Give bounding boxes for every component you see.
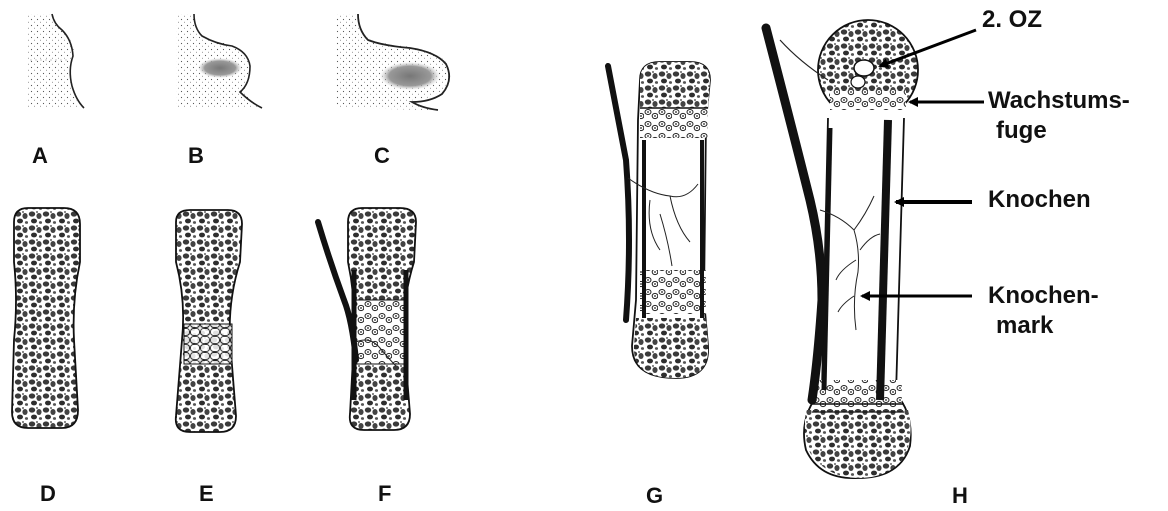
panel-label-h: H [952,483,968,509]
stage-b-mesenchymal-condensation [176,14,262,108]
label-bone: Knochen [988,186,1091,214]
stage-e-primary-ossification [176,210,242,432]
label-growth-plate-2: fuge [996,117,1047,145]
label-2-oz: 2. OZ [982,6,1042,34]
panel-label-d: D [40,481,56,507]
stage-f-periosteal-collar-vessel [318,208,416,430]
stage-a-limb-bud [28,14,84,108]
panel-label-f: F [378,481,391,507]
panel-label-b: B [188,143,204,169]
panel-label-e: E [199,481,214,507]
panel-label-c: C [374,143,390,169]
label-marrow-2: mark [996,312,1053,340]
label-growth-plate-1: Wachstums- [988,87,1130,115]
panel-label-g: G [646,483,663,509]
stage-g-marrow-cavity [608,62,710,378]
panel-label-a: A [32,143,48,169]
label-marrow-1: Knochen- [988,282,1099,310]
stage-c-cartilage-anlage [336,14,449,110]
stage-d-cartilage-model [12,208,80,428]
stage-h-long-bone [766,20,918,478]
